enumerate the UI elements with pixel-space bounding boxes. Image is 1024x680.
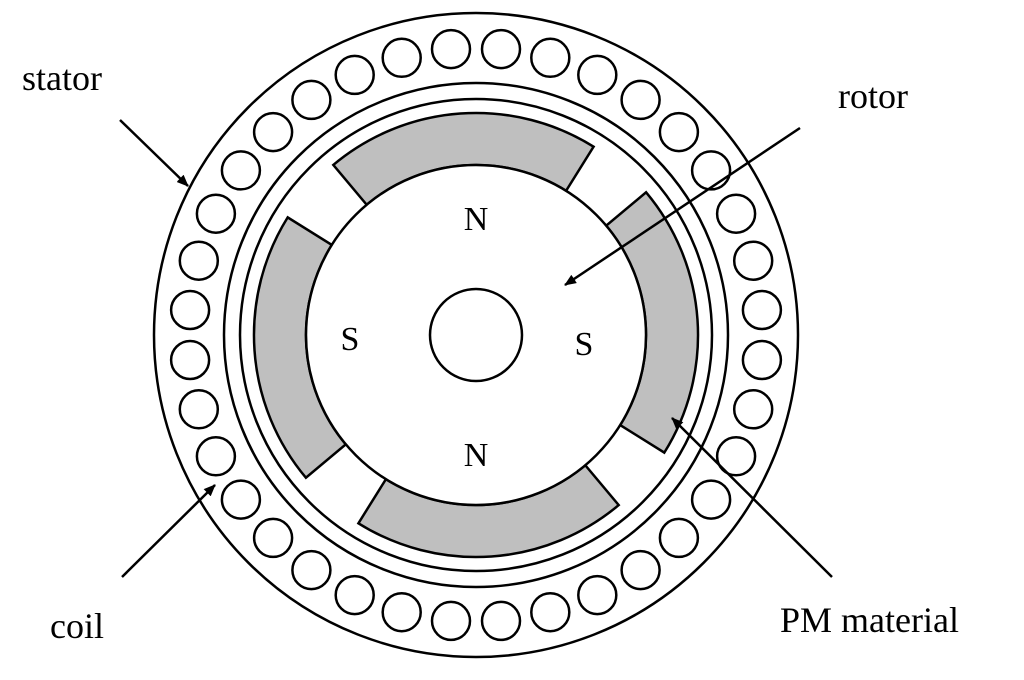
coil xyxy=(252,517,294,559)
rotor-arrow xyxy=(564,126,801,287)
stator-label: stator xyxy=(22,58,102,98)
coil xyxy=(381,591,422,633)
coil-label: coil xyxy=(50,606,104,646)
stator-outer-ring xyxy=(152,11,800,659)
pm-segment-group xyxy=(252,111,700,559)
coil xyxy=(291,549,332,591)
coil xyxy=(480,600,522,642)
coil-group xyxy=(169,28,783,642)
coil xyxy=(715,193,757,234)
pm-material-arrow xyxy=(671,417,833,578)
coil xyxy=(334,54,375,96)
coil xyxy=(577,574,618,616)
coil xyxy=(178,389,220,430)
coil xyxy=(480,28,522,70)
coil xyxy=(741,289,783,331)
coil xyxy=(732,240,774,281)
coil xyxy=(220,479,262,520)
coil xyxy=(658,111,700,153)
pole-label-bottom: N xyxy=(464,437,489,474)
coil xyxy=(732,389,774,430)
coil xyxy=(334,574,375,616)
pole-label-top: N xyxy=(464,201,489,238)
shaft xyxy=(428,287,524,383)
coil xyxy=(430,600,472,642)
coil xyxy=(530,591,571,633)
coil xyxy=(620,549,661,591)
coil xyxy=(690,150,732,191)
coil xyxy=(577,54,618,96)
coil xyxy=(178,240,220,281)
coil xyxy=(291,79,332,121)
pole-label-right: S xyxy=(575,326,594,363)
coil xyxy=(220,150,262,191)
rotor-label: rotor xyxy=(838,76,908,116)
coil xyxy=(530,37,571,79)
coil xyxy=(381,37,422,79)
coil xyxy=(741,339,783,381)
coil xyxy=(715,436,757,477)
coil xyxy=(658,517,700,559)
pm-material-label: PM material xyxy=(780,600,959,640)
coil xyxy=(195,436,237,477)
stator-arrow xyxy=(119,119,189,187)
coil xyxy=(620,79,661,121)
stator-inner-ring xyxy=(222,81,730,589)
pole-label-left: S xyxy=(341,321,360,358)
coil xyxy=(252,111,294,153)
coil xyxy=(195,193,237,234)
rotor-outer-ring xyxy=(238,97,714,573)
coil xyxy=(169,339,211,381)
coil xyxy=(169,289,211,331)
coil xyxy=(430,28,472,70)
coil xyxy=(690,479,732,520)
coil-arrow xyxy=(121,484,216,578)
